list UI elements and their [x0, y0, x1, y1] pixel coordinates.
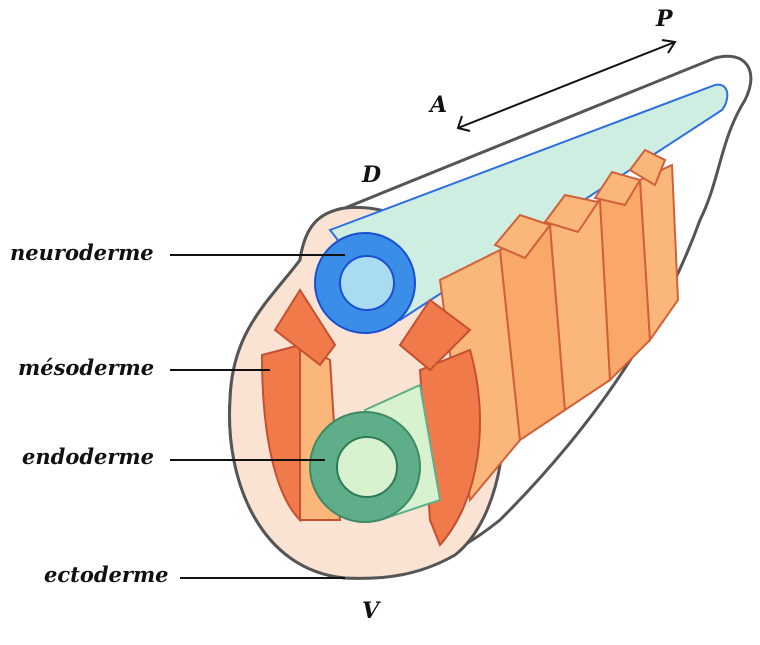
- anterior-label: A: [430, 92, 448, 118]
- mesoderm-top-right: [398, 298, 472, 372]
- ventral-label: V: [362, 598, 380, 624]
- neuroderme-label: neuroderme: [10, 240, 154, 265]
- mesoderm-top-left: [273, 288, 337, 367]
- mesoderme-label: mésoderme: [18, 355, 155, 380]
- endoderm-lumen: [336, 436, 398, 498]
- neural-tube: [328, 83, 729, 322]
- ap-axis-arrow: [456, 39, 677, 132]
- posterior-label: P: [656, 6, 673, 32]
- neural-lumen: [339, 255, 395, 311]
- leader-lines: [170, 254, 345, 579]
- dorsal-label: D: [362, 162, 382, 188]
- endoderme-label: endoderme: [22, 444, 155, 469]
- mesoderm-somites: [438, 148, 680, 503]
- ectoderme-label: ectoderme: [44, 562, 169, 587]
